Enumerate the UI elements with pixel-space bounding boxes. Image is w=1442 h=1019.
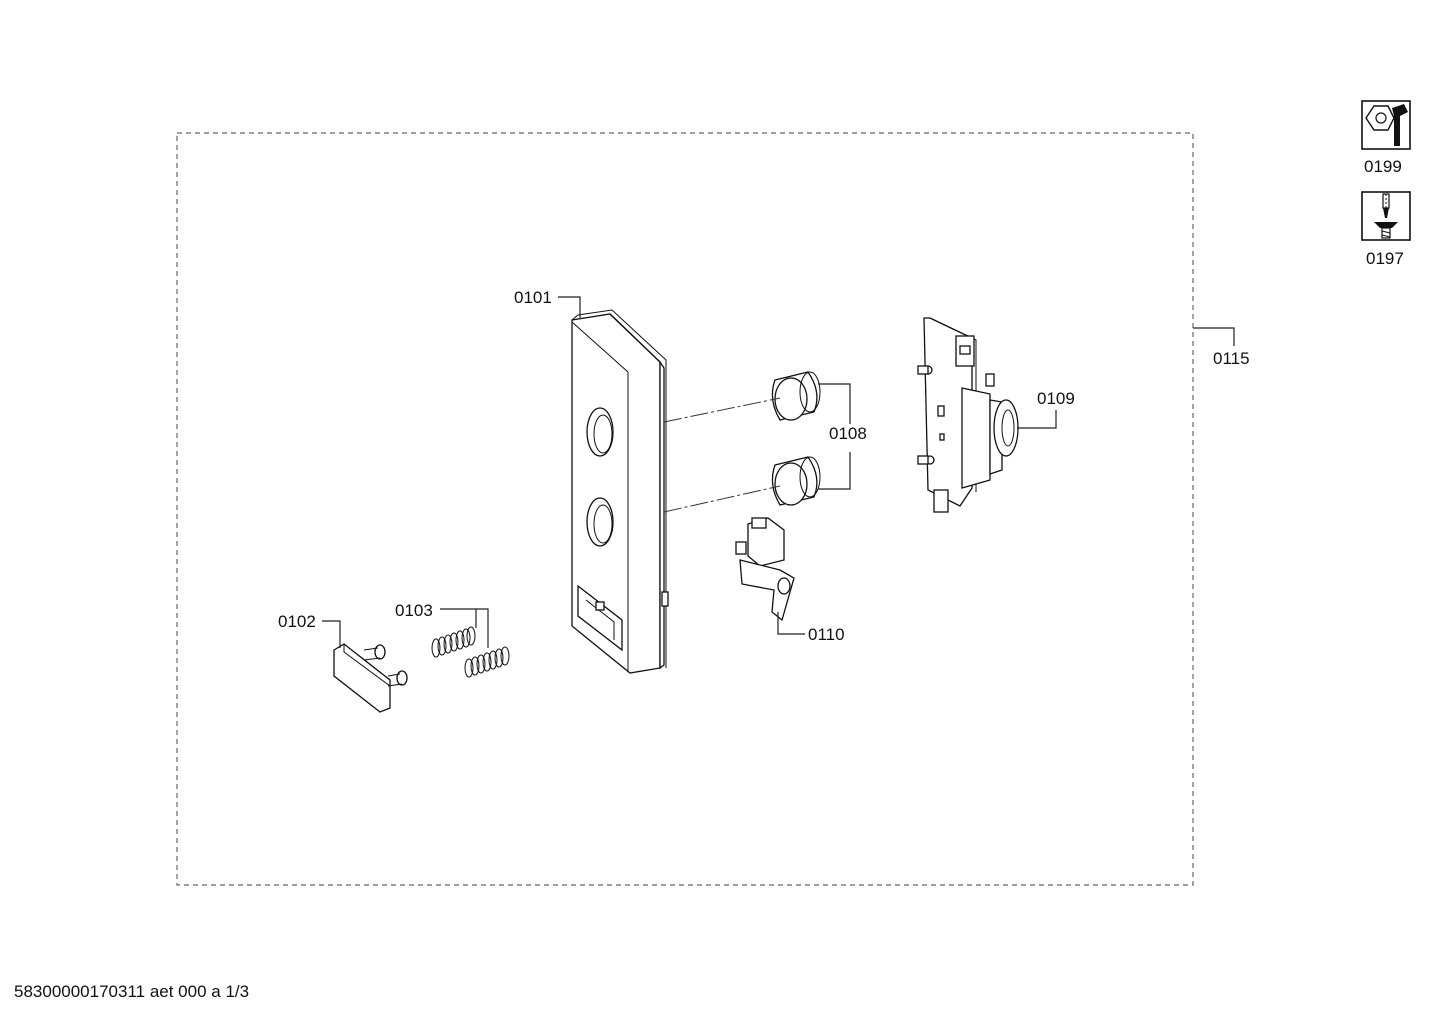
leader-0101 bbox=[558, 296, 581, 318]
assembly-boundary bbox=[176, 132, 1194, 886]
label-0115: 0115 bbox=[1213, 349, 1250, 368]
leader-0103-b bbox=[476, 608, 489, 648]
leader-0109 bbox=[1017, 410, 1057, 429]
leader-0103-a bbox=[440, 608, 477, 628]
part-0109-timer-unit[interactable] bbox=[917, 317, 1019, 513]
part-0108-knob-lower[interactable] bbox=[771, 456, 821, 506]
label-0102: 0102 bbox=[278, 612, 316, 631]
document-footer-code: 58300000170311 aet 000 a 1/3 bbox=[14, 982, 250, 1001]
part-0103-spring-upper[interactable] bbox=[431, 626, 476, 658]
part-0103-spring-lower[interactable] bbox=[464, 646, 510, 678]
label-0101: 0101 bbox=[514, 288, 552, 307]
tool-wrench-icon[interactable] bbox=[1361, 100, 1411, 150]
label-0109: 0109 bbox=[1037, 389, 1075, 408]
leader-0108-lower bbox=[818, 452, 851, 490]
leader-0108-upper bbox=[818, 383, 851, 424]
axis-lower-knob bbox=[663, 485, 781, 513]
label-0103: 0103 bbox=[395, 601, 433, 620]
leader-0110 bbox=[777, 612, 805, 635]
label-0197: 0197 bbox=[1366, 249, 1404, 268]
part-0108-knob-upper[interactable] bbox=[771, 371, 821, 421]
part-0110-micro-switch[interactable] bbox=[735, 517, 795, 622]
tool-screwdriver-icon[interactable] bbox=[1361, 191, 1411, 241]
label-0110: 0110 bbox=[808, 625, 845, 644]
label-0199: 0199 bbox=[1364, 157, 1402, 176]
leader-0102 bbox=[322, 620, 341, 648]
part-0101-control-panel[interactable] bbox=[571, 309, 669, 674]
leader-0115 bbox=[1193, 327, 1235, 346]
label-0108: 0108 bbox=[829, 424, 867, 443]
part-0102-push-button[interactable] bbox=[333, 643, 408, 713]
axis-upper-knob bbox=[663, 397, 781, 423]
